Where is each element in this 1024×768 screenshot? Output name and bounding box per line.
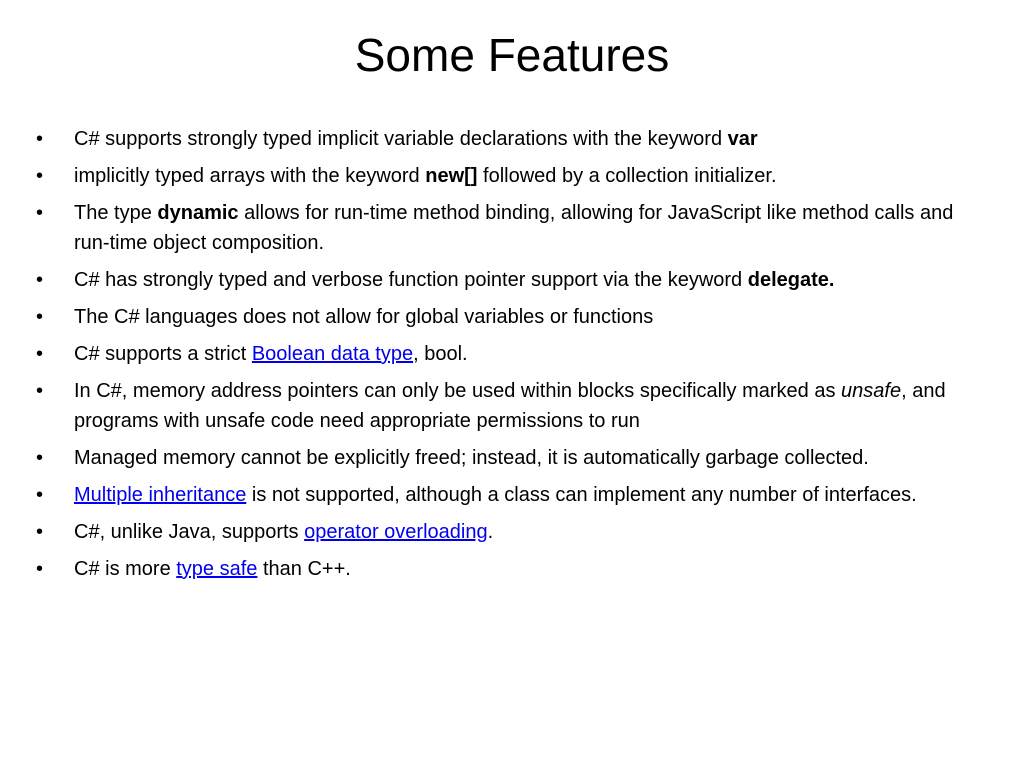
item-text: is not supported, although a class can i… bbox=[246, 484, 917, 506]
keyword-new: new[] bbox=[425, 165, 478, 187]
list-item: • C# is more type safe than C++. bbox=[36, 554, 986, 584]
item-text: The C# languages does not allow for glob… bbox=[74, 306, 654, 328]
list-item: • C# supports strongly typed implicit va… bbox=[36, 124, 986, 154]
item-text: Managed memory cannot be explicitly free… bbox=[74, 447, 869, 469]
list-item: • The C# languages does not allow for gl… bbox=[36, 302, 986, 332]
slide-title: Some Features bbox=[354, 29, 670, 81]
item-text: followed by a collection initializer. bbox=[477, 165, 777, 187]
list-item: • C#, unlike Java, supports operator ove… bbox=[36, 517, 986, 547]
bullet-icon: • bbox=[36, 521, 44, 543]
item-text: , and programs with unsafe code need app… bbox=[74, 380, 946, 432]
keyword-var: var bbox=[727, 128, 758, 150]
keyword-delegate: delegate. bbox=[747, 269, 835, 291]
bullet-icon: • bbox=[36, 202, 44, 224]
list-item: • implicitly typed arrays with the keywo… bbox=[36, 161, 986, 191]
bullet-icon: • bbox=[36, 343, 44, 365]
item-text: C# supports strongly typed implicit vari… bbox=[74, 128, 728, 150]
bullet-icon: • bbox=[36, 558, 44, 580]
item-text: In C#, memory address pointers can only … bbox=[74, 380, 842, 402]
list-item: • C# supports a strict Boolean data type… bbox=[36, 339, 986, 369]
item-text: C# has strongly typed and verbose functi… bbox=[74, 269, 748, 291]
bullet-icon: • bbox=[36, 447, 44, 469]
link-operator-overloading[interactable]: operator overloading bbox=[304, 521, 488, 543]
bullet-icon: • bbox=[36, 269, 44, 291]
item-text: implicitly typed arrays with the keyword bbox=[74, 165, 426, 187]
feature-list: • C# supports strongly typed implicit va… bbox=[36, 124, 986, 591]
link-boolean-data-type[interactable]: Boolean data type bbox=[251, 343, 414, 365]
bullet-icon: • bbox=[36, 165, 44, 187]
bullet-icon: • bbox=[36, 380, 44, 402]
list-item: • Managed memory cannot be explicitly fr… bbox=[36, 443, 986, 473]
item-text: C# is more bbox=[74, 558, 177, 580]
link-type-safe[interactable]: type safe bbox=[176, 558, 258, 580]
bullet-icon: • bbox=[36, 484, 44, 506]
bullet-icon: • bbox=[36, 128, 44, 150]
list-item: • The type dynamic allows for run-time m… bbox=[36, 198, 986, 258]
keyword-unsafe: unsafe bbox=[841, 380, 902, 402]
item-text: . bbox=[487, 521, 494, 543]
list-item: • Multiple inheritance is not supported,… bbox=[36, 480, 986, 510]
item-text: C# supports a strict bbox=[74, 343, 252, 365]
list-item: • In C#, memory address pointers can onl… bbox=[36, 376, 986, 436]
link-multiple-inheritance[interactable]: Multiple inheritance bbox=[74, 484, 247, 506]
item-text: The type bbox=[74, 202, 158, 224]
item-text: , bool. bbox=[413, 343, 468, 365]
item-text: than C++. bbox=[257, 558, 351, 580]
bullet-icon: • bbox=[36, 306, 44, 328]
item-text: allows for run-time method binding, allo… bbox=[74, 202, 954, 254]
keyword-dynamic: dynamic bbox=[157, 202, 239, 224]
item-text: C#, unlike Java, supports bbox=[74, 521, 305, 543]
list-item: • C# has strongly typed and verbose func… bbox=[36, 265, 986, 295]
